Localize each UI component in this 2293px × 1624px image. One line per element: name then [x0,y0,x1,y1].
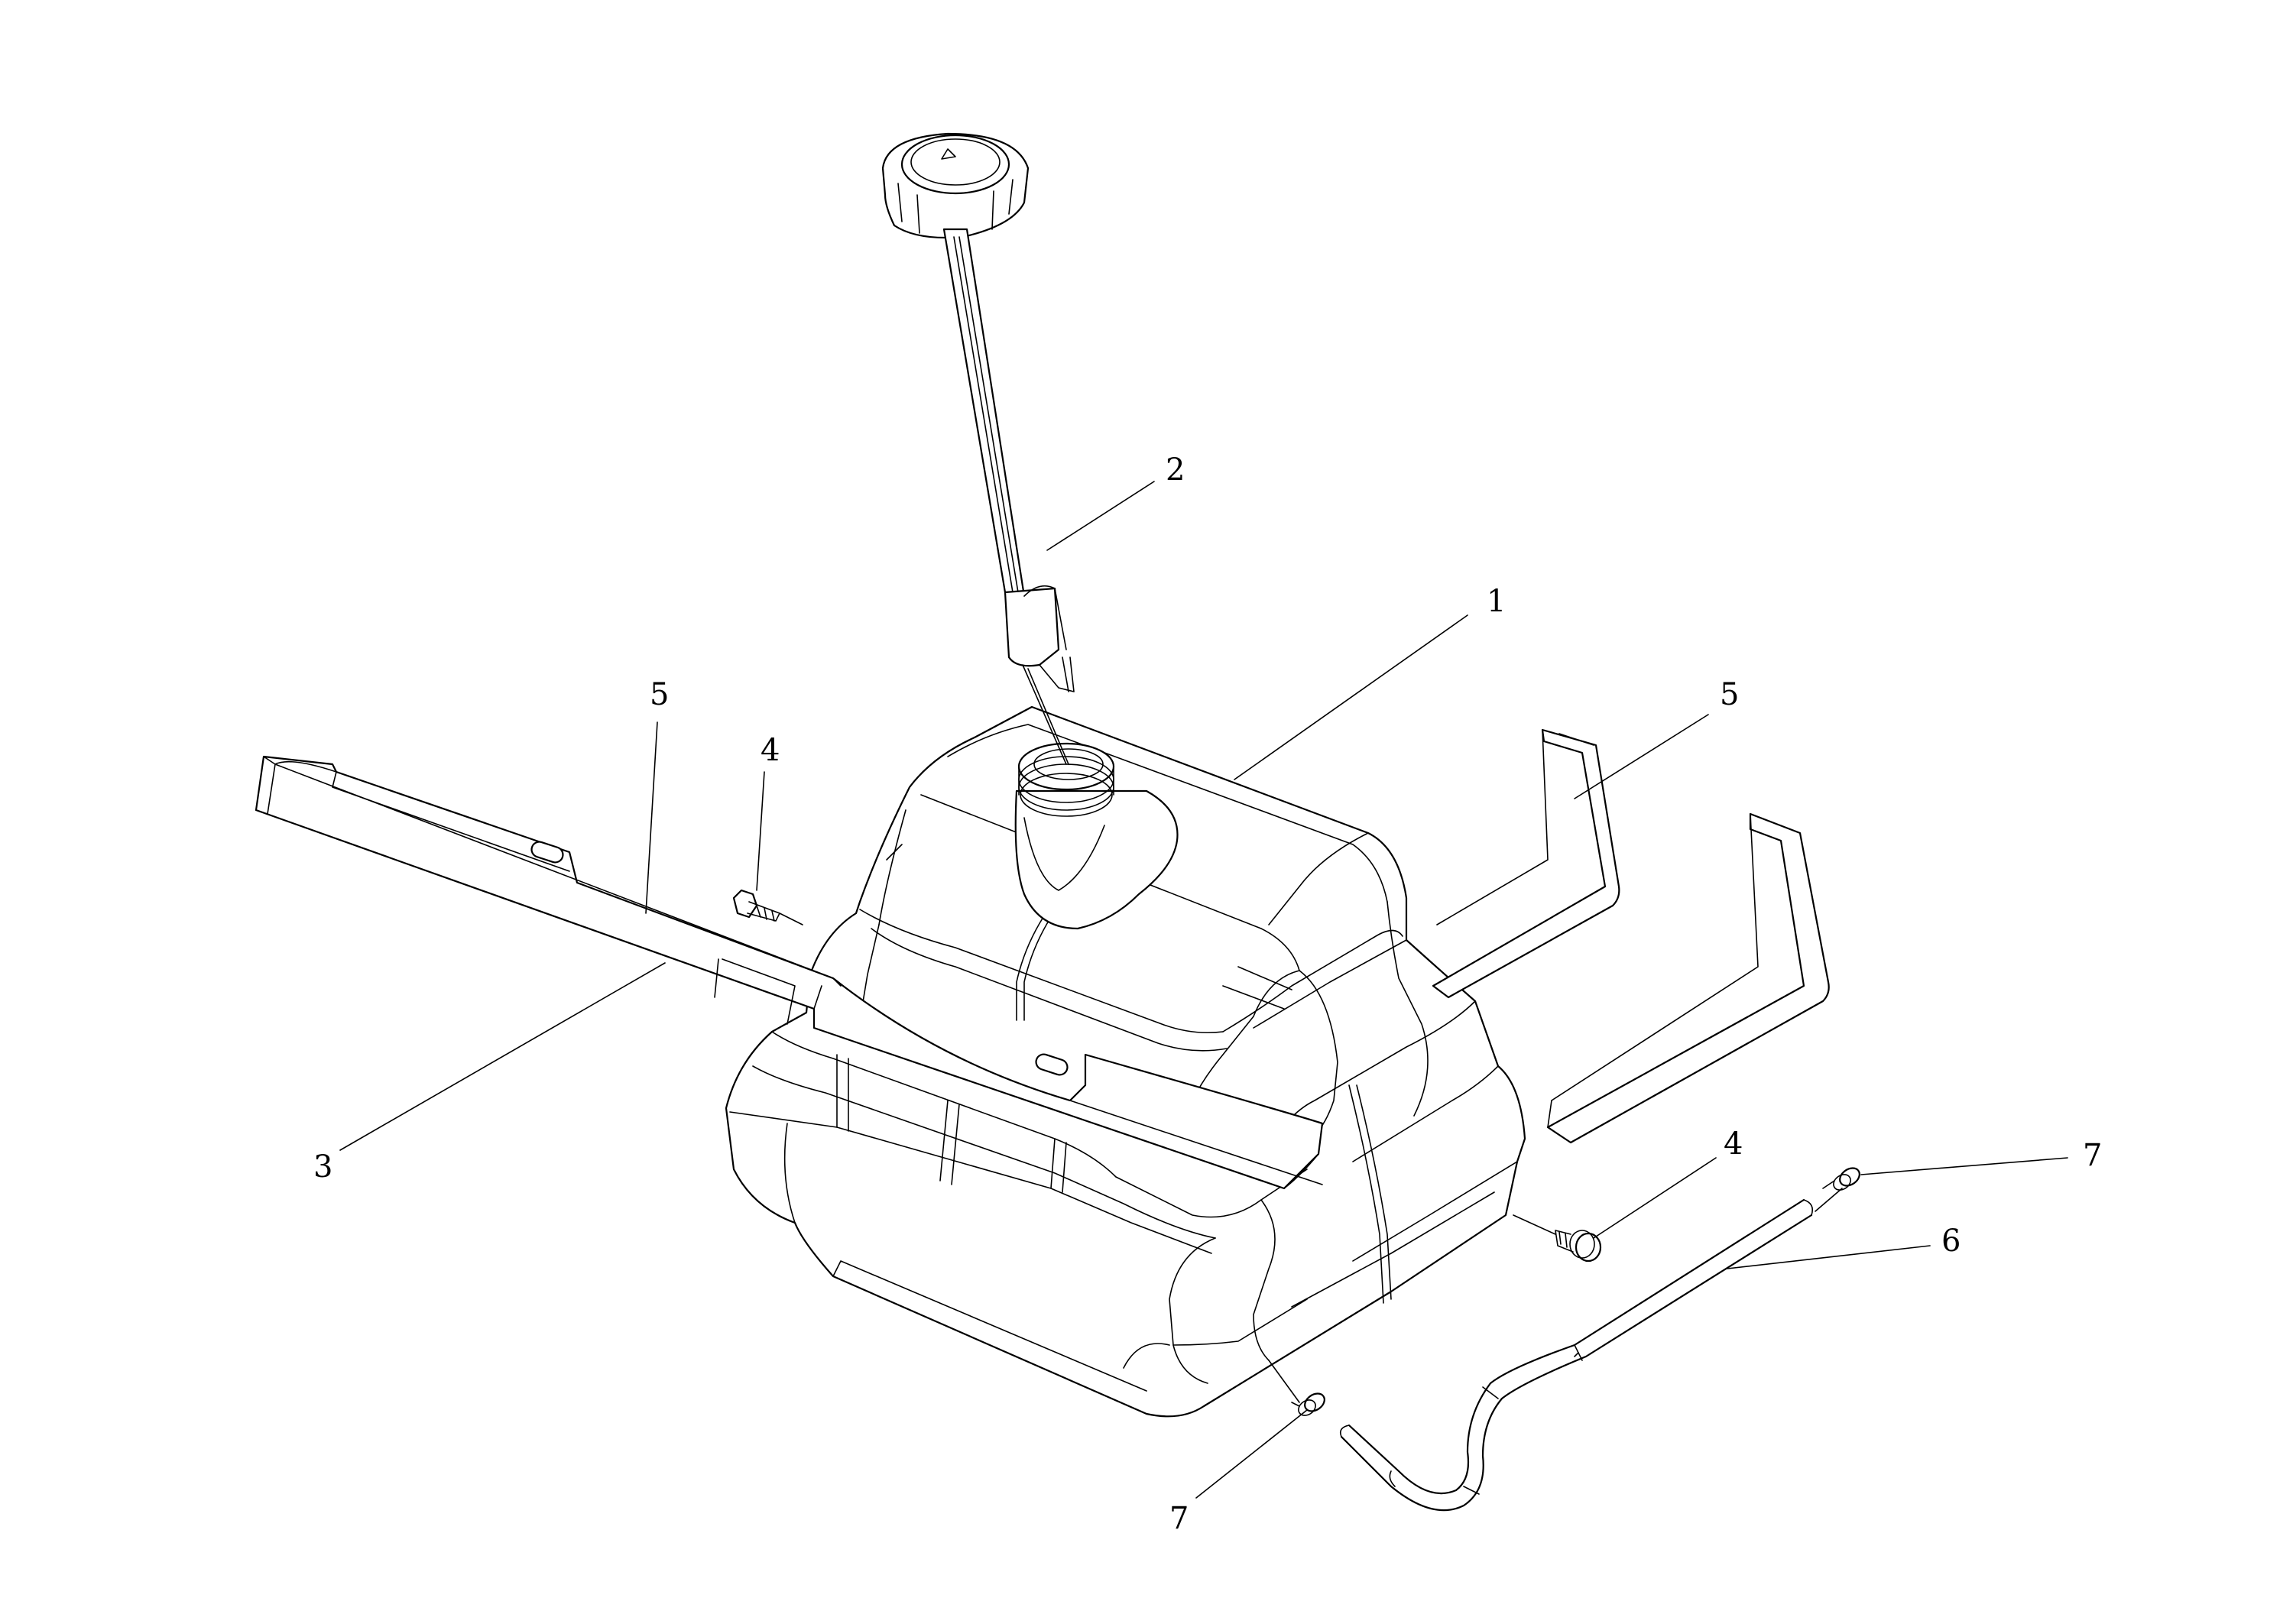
callout-5a: 5 [650,677,669,712]
callout-labels: 1 2 3 4 4 5 5 6 7 7 [313,452,2102,1536]
leader-6 [1727,1245,1931,1269]
leader-4a [756,771,765,891]
callout-7b: 7 [1169,1501,1189,1536]
bolt-right [1513,1214,1602,1263]
callout-1: 1 [1487,584,1506,619]
leader-4b [1593,1157,1717,1239]
fuel-cap-with-gauge [881,132,1075,765]
callout-2: 2 [1166,452,1185,488]
callout-7a: 7 [2083,1138,2102,1173]
right-strap-lower [1546,812,1830,1144]
callout-4a: 4 [761,733,780,768]
leader-7a [1860,1157,2068,1175]
callout-3: 3 [313,1149,332,1185]
fuel-hose [1339,1198,1814,1512]
callout-5b: 5 [1720,677,1739,712]
right-strap-upper [1432,728,1620,999]
hose-clamp-lower [1268,1360,1325,1416]
callout-6: 6 [1941,1224,1961,1259]
hose-clamp-upper [1815,1167,1860,1212]
leader-2 [1046,481,1155,551]
leader-3 [339,962,666,1151]
leader-5b [1574,714,1709,799]
callout-4b: 4 [1724,1126,1743,1162]
fuel-tank [725,705,1526,1418]
leader-lines [339,481,2068,1499]
leader-7b [1195,1409,1308,1499]
leader-5a [645,721,658,914]
mounting-strap-bracket [255,755,1324,1190]
leader-1 [1234,614,1468,780]
bolt-left [732,889,803,925]
